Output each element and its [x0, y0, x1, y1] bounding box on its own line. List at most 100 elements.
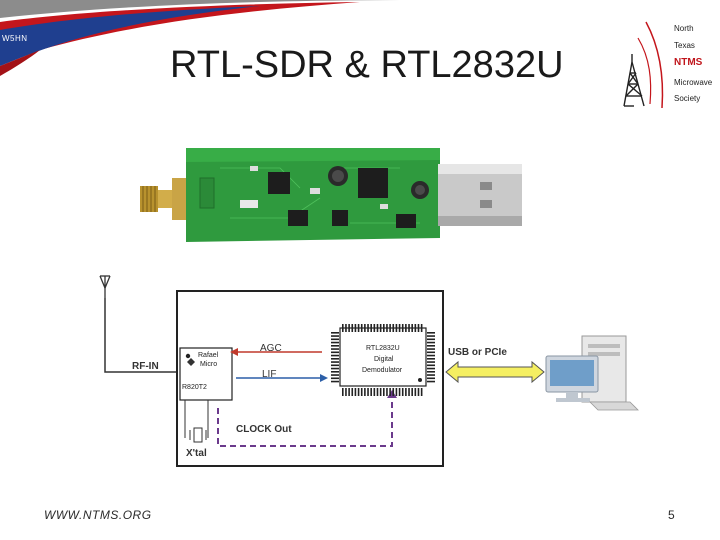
- chip-pin: [331, 354, 339, 357]
- chip-pin: [348, 324, 350, 332]
- logo-line-north: North: [674, 24, 694, 33]
- chip-pin: [408, 324, 410, 332]
- rf-in-label: RF-IN: [132, 361, 159, 372]
- xtal-label: X'tal: [186, 448, 207, 459]
- chip-pin: [405, 388, 407, 396]
- demod-line3: Demodulator: [362, 367, 403, 374]
- chip-pin: [331, 345, 339, 347]
- logo-line-society: Society: [674, 94, 701, 103]
- block-diagram: [99, 275, 639, 467]
- chip-pin: [331, 348, 339, 350]
- chip-pin: [331, 332, 339, 334]
- demod-line2: Digital: [374, 356, 394, 363]
- chip-pin: [427, 377, 435, 380]
- chip-pin: [414, 388, 417, 396]
- chip-pin: [342, 324, 344, 332]
- chip-pin: [411, 324, 413, 332]
- chip-pin: [392, 324, 395, 332]
- chip-pin: [392, 388, 395, 396]
- slide-title: RTL-SDR & RTL2832U: [170, 44, 564, 86]
- chip-pin: [383, 324, 385, 332]
- chip-pin: [427, 364, 435, 367]
- chip-pin: [373, 324, 376, 332]
- chip-pin: [379, 324, 382, 332]
- chip-pin: [331, 364, 339, 367]
- chip-pin: [370, 324, 372, 332]
- demod-pins-left: [331, 332, 339, 383]
- chip-pin: [379, 388, 382, 396]
- tuner-brand-line1: Rafael: [198, 352, 219, 359]
- logo-line-microwave: Microwave: [674, 78, 713, 87]
- demod-pins-bottom: [342, 388, 423, 396]
- chip-pin: [357, 388, 360, 396]
- chip-pin: [351, 324, 354, 332]
- chip-pin: [376, 324, 379, 332]
- lif-label: LIF: [262, 369, 277, 380]
- chip-pin: [383, 388, 385, 396]
- chip-pin: [331, 335, 339, 337]
- chip-pin: [331, 374, 339, 376]
- chip-pin: [427, 358, 435, 360]
- chip-pin: [427, 371, 435, 373]
- chip-pin: [395, 388, 398, 396]
- clock-out-label: CLOCK Out: [236, 424, 292, 435]
- logo-line-texas: Texas: [674, 41, 695, 50]
- demod-pins-right: [427, 332, 435, 383]
- callsign-text: W5HN: [2, 34, 28, 43]
- chip-pin: [386, 388, 388, 396]
- page-number: 5: [668, 508, 675, 522]
- chip-pin: [367, 388, 369, 396]
- tuner-part-label: R820T2: [182, 384, 207, 391]
- chip-pin: [354, 324, 357, 332]
- chip-pin: [367, 324, 369, 332]
- chip-pin: [331, 377, 339, 380]
- chip-pin: [427, 351, 435, 354]
- chip-pin: [364, 324, 366, 332]
- radio-tower-icon: [623, 21, 664, 109]
- chip-pin: [417, 324, 420, 332]
- chip-pin: [345, 324, 347, 332]
- chip-pin: [427, 361, 435, 363]
- chip-pin: [348, 388, 350, 396]
- chip-pin: [373, 388, 376, 396]
- chip-pin: [354, 388, 357, 396]
- chip-pin: [427, 341, 435, 344]
- chip-pin: [427, 380, 435, 383]
- chip-pin: [398, 388, 401, 396]
- chip-pin: [360, 388, 363, 396]
- chip-pin: [360, 324, 363, 332]
- chip-pin: [364, 388, 366, 396]
- chip-pin: [370, 388, 372, 396]
- chip-pin: [401, 324, 404, 332]
- chip-pin: [427, 374, 435, 376]
- chip-pin: [331, 341, 339, 344]
- chip-pin: [427, 335, 435, 337]
- website-link[interactable]: WWW.NTMS.ORG: [44, 508, 152, 522]
- chip-pin: [420, 324, 423, 332]
- chip-pin: [405, 324, 407, 332]
- chip-pin: [389, 324, 391, 332]
- chip-pin: [401, 388, 404, 396]
- usb-dongle-pcb-image: [140, 148, 522, 242]
- chip-pin: [331, 351, 339, 354]
- chip-pin: [345, 388, 347, 396]
- chip-pin: [427, 345, 435, 347]
- chip-pin: [395, 324, 398, 332]
- chip-pin: [420, 388, 423, 396]
- chip-pin: [376, 388, 379, 396]
- chip-pin: [427, 348, 435, 350]
- chip-pin: [357, 324, 360, 332]
- chip-pin: [331, 358, 339, 360]
- chip-pin: [427, 354, 435, 357]
- chip-pin: [411, 388, 413, 396]
- chip-pin: [351, 388, 354, 396]
- chip-pin: [331, 361, 339, 363]
- chip-pin: [417, 388, 420, 396]
- chip-pin: [408, 388, 410, 396]
- chip-pin: [342, 388, 344, 396]
- chip-pin: [427, 367, 435, 370]
- chip-pin: [398, 324, 401, 332]
- chip-pin: [331, 380, 339, 383]
- chip-pin: [427, 338, 435, 341]
- demod-line1: RTL2832U: [366, 345, 400, 352]
